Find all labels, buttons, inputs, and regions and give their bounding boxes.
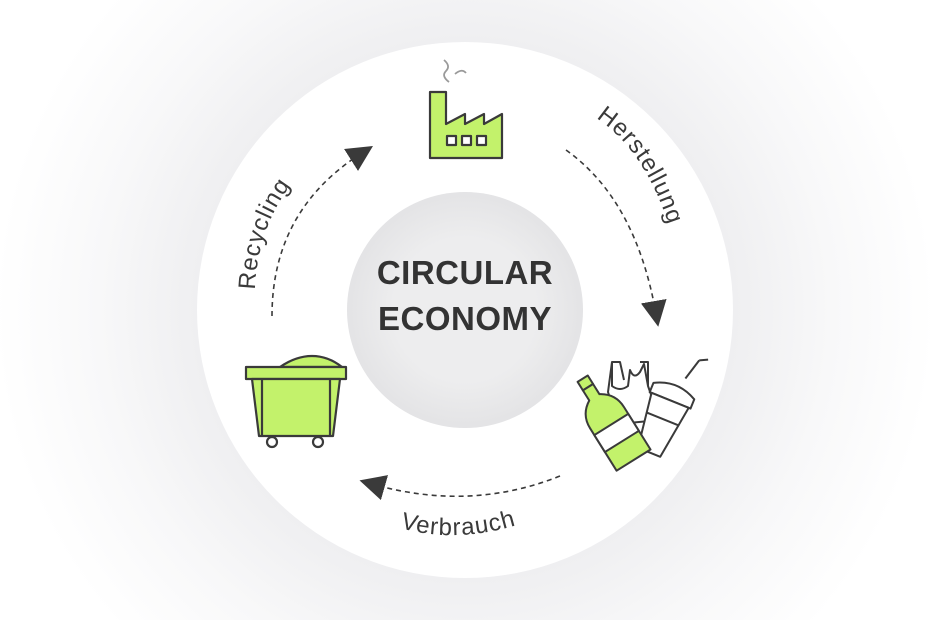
products-icon (576, 358, 709, 472)
waste-container-icon (244, 354, 348, 449)
bottle-icon (576, 374, 652, 472)
page-title: CIRCULAR ECONOMY (345, 250, 585, 342)
arrow-manufacturing-to-consumption (565, 149, 667, 327)
arrow-consumption-to-recycling (359, 475, 561, 501)
title-line-2: ECONOMY (377, 300, 552, 337)
factory-icon (428, 59, 504, 160)
title-line-1: CIRCULAR (376, 254, 554, 291)
center-hub (347, 192, 583, 428)
cup-icon (636, 358, 709, 458)
